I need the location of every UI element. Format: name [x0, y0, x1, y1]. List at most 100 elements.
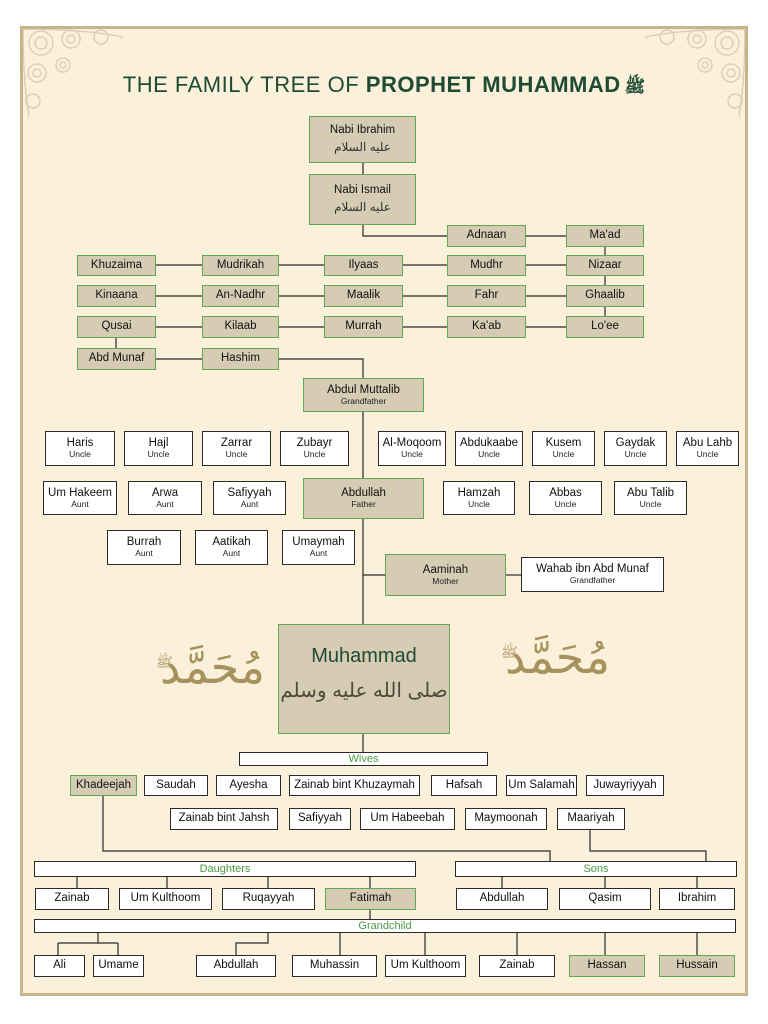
box-label: Ilyaas	[348, 258, 379, 271]
box-relation: Uncle	[225, 449, 248, 460]
box-label: Hashim	[221, 352, 260, 365]
box-label: Abu Lahb	[682, 437, 733, 449]
box-label: Juwayriyyah	[593, 778, 657, 791]
box-label: Mudrikah	[216, 258, 265, 271]
box-abdullah-son: Abdullah	[456, 888, 548, 910]
box-label: Abdullah	[213, 959, 259, 972]
box-nizaar: Nizaar	[566, 255, 644, 276]
box-label: Al-Moqoom	[382, 437, 442, 449]
box-an-nadhr: An-Nadhr	[202, 285, 279, 307]
box-label: Lo'ee	[591, 320, 619, 333]
box-label: Abbas	[549, 486, 582, 499]
box-khadeejah: Khadeejah	[70, 775, 137, 796]
box-relation: Aunt	[71, 498, 89, 509]
box-label: Nizaar	[588, 258, 622, 271]
calligraphy-honorific: ﷺ	[501, 645, 518, 661]
calligraphy-honorific: ﷺ	[156, 655, 173, 671]
box-hafsah: Hafsah	[431, 775, 497, 796]
box-relation: Uncle	[401, 449, 423, 460]
box-label: Abu Talib	[626, 486, 675, 499]
box-label: Umaymah	[292, 536, 345, 548]
box-label: Safiyyah	[297, 812, 343, 825]
box-relation: Uncle	[303, 449, 326, 460]
box-loee: Lo'ee	[566, 316, 644, 338]
box-qusai: Qusai	[77, 316, 156, 338]
box-relation: Uncle	[624, 449, 647, 460]
box-relation: Aunt	[222, 548, 241, 559]
calligraphy-name: مُحَمَّد	[160, 640, 266, 694]
box-maalik: Maalik	[324, 285, 403, 307]
box-label: Um Salamah	[508, 778, 575, 791]
box-relation: Uncle	[468, 498, 490, 509]
box-relation: Father	[351, 499, 376, 510]
box-zainab-bint-khuzaymah: Zainab bint Khuzaymah	[289, 775, 420, 796]
box-juwayriyyah: Juwayriyyah	[586, 775, 664, 796]
header-label: Wives	[348, 752, 379, 765]
box-label: Haris	[66, 437, 94, 449]
box-relation: Aunt	[156, 498, 174, 509]
box-relation: Uncle	[554, 498, 577, 509]
header-label: Sons	[583, 862, 609, 875]
box-label: Murrah	[345, 320, 382, 333]
box-label: Kilaab	[224, 320, 257, 333]
box-label: Maymoonah	[474, 812, 538, 825]
box-label: Zainab bint Jahsh	[178, 812, 270, 825]
box-khuzaima: Khuzaima	[77, 255, 156, 276]
box-label: Abdul Muttalib	[327, 383, 400, 396]
box-label: Hassan	[587, 959, 627, 972]
muhammad-name: Muhammad	[311, 645, 417, 667]
box-label: Zubayr	[296, 437, 333, 449]
box-label: Qasim	[588, 892, 622, 905]
box-label: Abdullah	[341, 487, 386, 499]
box-fatimah: Fatimah	[325, 888, 416, 910]
box-abd-munaf: Abd Munaf	[77, 348, 156, 370]
box-label: Kinaana	[95, 289, 138, 302]
calligraphy-name: مُحَمَّد	[505, 630, 611, 684]
box-label: An-Nadhr	[215, 289, 266, 302]
box-label: Maalik	[346, 289, 381, 302]
box-relation: Aunt	[240, 498, 259, 509]
box-maariyah: Maariyah	[557, 808, 625, 830]
box-relation: Grandfather	[340, 395, 387, 406]
box-relation: Uncle	[147, 449, 170, 460]
box-relation: Uncle	[552, 449, 575, 460]
box-relation: Aunt	[309, 548, 328, 559]
box-label: Zainab	[54, 892, 90, 905]
box-label: Fahr	[474, 289, 499, 302]
box-ali: Ali	[34, 955, 85, 977]
box-hassan: Hassan	[569, 955, 645, 977]
box-label: Adnaan	[466, 229, 507, 242]
box-label: Abdullah	[479, 892, 525, 905]
box-label: Zarrar	[220, 437, 253, 449]
box-label: Aatikah	[212, 536, 251, 548]
box-label: Um Kulthoom	[390, 959, 461, 972]
box-label: Ali	[53, 959, 66, 972]
box-ibrahim-son: Ibrahim	[659, 888, 735, 910]
box-label: Aaminah	[422, 563, 469, 576]
header-grandchild: Grandchild	[34, 919, 736, 933]
box-label: Safiyyah	[227, 486, 272, 499]
box-safiyyah-wife: Safiyyah	[289, 808, 351, 830]
box-fahr: Fahr	[447, 285, 526, 307]
box-label: Ghaalib	[585, 289, 625, 302]
box-label: Zainab bint Khuzaymah	[294, 778, 415, 791]
box-abdullah-grandchild: Abdullah	[196, 955, 276, 977]
box-label: Abdukaabe	[459, 437, 519, 449]
box-label: Burrah	[126, 536, 162, 548]
header-sons: Sons	[455, 861, 737, 877]
corner-ornament-right-icon	[644, 29, 745, 118]
header-wives: Wives	[239, 752, 488, 766]
muhammad-arabic: صلى الله عليه وسلم	[280, 680, 448, 702]
box-label: Gaydak	[615, 437, 656, 449]
box-ilyaas: Ilyaas	[324, 255, 403, 276]
